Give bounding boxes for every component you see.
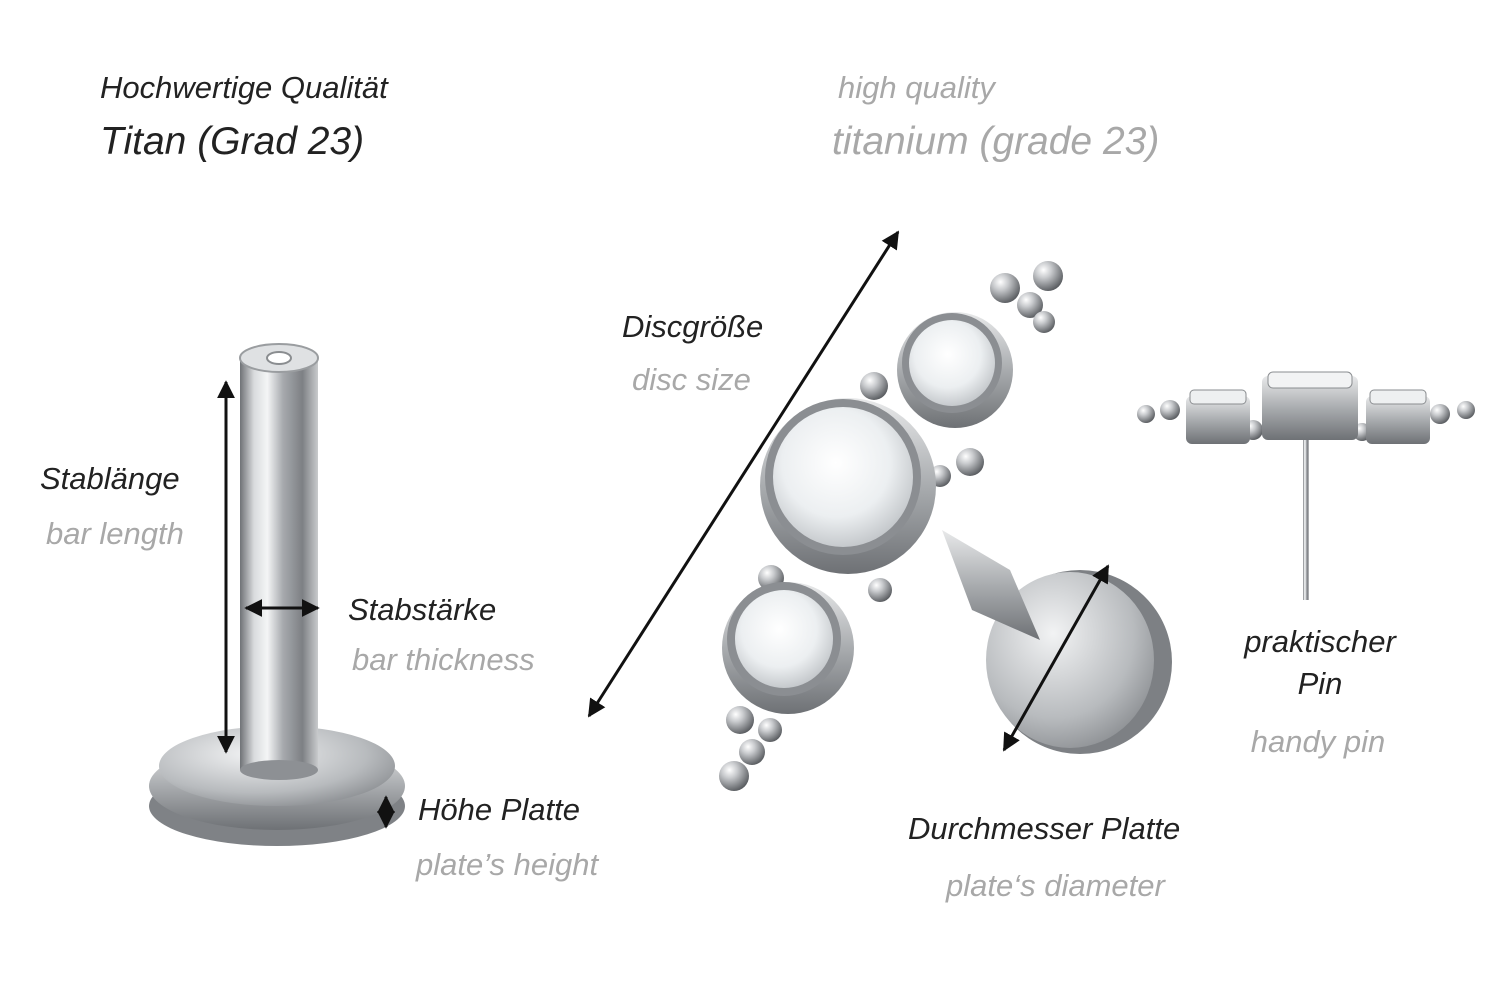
plate-height-label-de: Höhe Platte [418, 792, 580, 827]
header-material-de: Titan (Grad 23) [100, 120, 365, 163]
plate-height-label-en: plate’s height [416, 847, 599, 882]
disc-size-label-de: Discgröße [622, 309, 764, 344]
bar-thickness-label-en: bar thickness [352, 642, 535, 677]
pin-label-de-line2: Pin [1297, 666, 1343, 701]
pin-side-view-illustration [1137, 371, 1475, 600]
labret-base-illustration [149, 343, 405, 846]
pin-label-en: handy pin [1250, 724, 1386, 759]
jewel-top-illustration [719, 261, 1063, 791]
header-material-en: titanium (grade 23) [832, 120, 1160, 163]
bar-length-label-en: bar length [46, 516, 184, 551]
disc-size-arrow [587, 230, 900, 718]
header-quality-en: high quality [838, 70, 995, 105]
plate-diameter-label-en: plate‘s diameter [946, 868, 1165, 903]
jewel-base-illustration [942, 530, 1172, 754]
disc-size-label-en: disc size [632, 362, 751, 397]
plate-diameter-label-de: Durchmesser Platte [908, 811, 1181, 846]
pin-label-de-line1: praktischer [1244, 624, 1396, 659]
bar-thickness-label-de: Stabstärke [348, 592, 497, 627]
plate-diameter-arrow [1002, 564, 1110, 752]
header-quality-de: Hochwertige Qualität [100, 70, 388, 105]
bar-length-label-de: Stablänge [40, 461, 180, 496]
